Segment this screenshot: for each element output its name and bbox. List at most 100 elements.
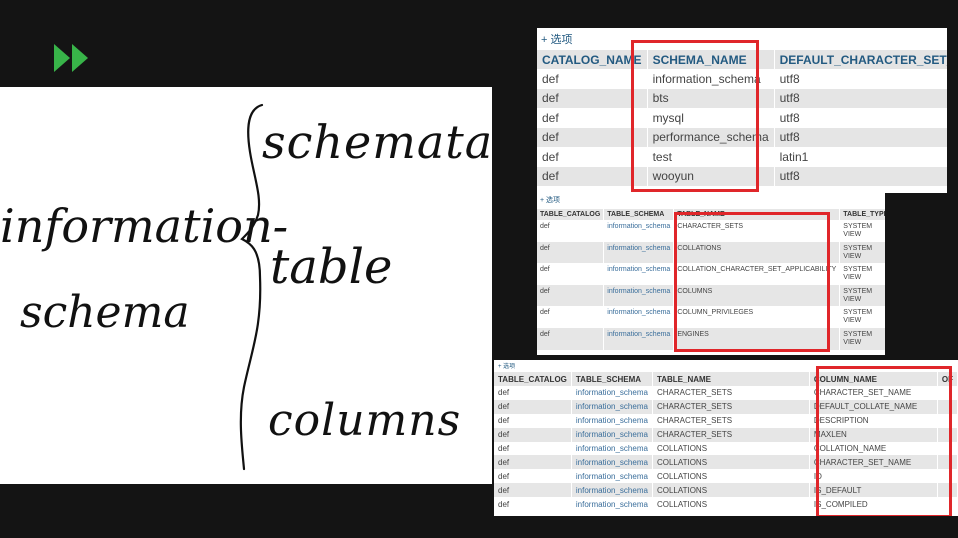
highlight-box: [631, 40, 759, 192]
column-header[interactable]: TABLE_SCHEMA: [571, 372, 653, 386]
table-cell: utf8: [774, 166, 947, 186]
type-line: VIEW: [843, 231, 862, 238]
column-header[interactable]: TABLE_CATALOG: [537, 209, 605, 220]
table-cell: information_schema: [603, 263, 675, 285]
table-cell: CHARACTER_SET_NAME: [809, 455, 938, 470]
options-link[interactable]: + 选项: [498, 364, 516, 370]
table-cell: information_schema: [603, 220, 675, 242]
column-header[interactable]: TABLE_SCHEMA: [603, 209, 675, 220]
table-cell: information_schema: [571, 399, 653, 414]
table-row: def performance_schema utf8 u: [537, 127, 947, 147]
table-cell: def: [537, 284, 605, 307]
table-cell: MAXLEN: [809, 427, 938, 442]
highlight-box: [674, 212, 830, 352]
table-cell: information_schema: [571, 455, 653, 470]
table-cell: def: [537, 263, 605, 285]
type-line: SYSTEM: [843, 309, 873, 317]
options-link[interactable]: + 选项: [541, 34, 573, 46]
column-header[interactable]: TABLE_NAME: [652, 372, 810, 386]
table-cell: def: [537, 108, 648, 128]
table-row: def information_schema CHARACTER_SETS DE…: [494, 413, 958, 428]
table-cell: information_schema: [647, 69, 775, 89]
table-cell: COLLATIONS: [652, 497, 810, 512]
type-line: SYSTEM: [843, 330, 873, 338]
table-cell: def: [494, 427, 572, 442]
table-row: def bts utf8 u: [537, 88, 947, 108]
table-row: def test latin1 l: [537, 147, 947, 167]
table-cell: DEFAULT_COLLATE_NAME: [809, 399, 938, 414]
table-cell: COLLATION_CHARACTER_SET_APPLICABILITY: [673, 263, 841, 285]
table-cell: def: [494, 386, 572, 400]
column-header[interactable]: SCHEMA_NAME: [647, 50, 775, 69]
type-line: VIEW: [843, 252, 862, 260]
schemata-table: CATALOG_NAME SCHEMA_NAME DEFAULT_CHARACT…: [537, 50, 947, 186]
table-cell: information_schema: [603, 241, 675, 264]
table-cell: IS_COMPILED: [809, 497, 938, 512]
table-cell: ENGINES: [673, 327, 841, 350]
table-cell: information_schema: [603, 306, 675, 328]
table-cell: def: [537, 241, 605, 264]
type-line: SYSTEM: [843, 223, 873, 230]
table-row: def information_schema COLLATIONS IS_COM…: [494, 497, 958, 512]
table-row: def information_schema CHARACTER_SETS SY…: [537, 220, 885, 242]
table-cell: CHARACTER_SETS: [673, 220, 841, 242]
table-cell: def: [494, 469, 572, 484]
table-cell: information_schema: [571, 441, 653, 456]
columns-query-result: + 选项 TABLE_CATALOG TABLE_SCHEMA TABLE_NA…: [494, 360, 958, 516]
table-cell: information_schema: [603, 284, 675, 307]
table-cell: def: [537, 166, 648, 186]
table-row: def information_schema COLLATIONS CHARAC…: [494, 455, 958, 470]
table-cell: utf8: [774, 108, 947, 128]
table-row: def information_schema CHARACTER_SETS DE…: [494, 399, 958, 414]
table-cell: latin1: [774, 147, 947, 167]
table-cell: COLUMN_PRIVILEGES: [673, 306, 841, 328]
tables-query-result: + 选项 TABLE_CATALOG TABLE_SCHEMA TABLE_NA…: [537, 193, 885, 355]
table-cell: performance_schema: [647, 127, 775, 147]
column-header[interactable]: DEFAULT_CHARACTER_SET_NAME: [774, 50, 947, 69]
table-cell: CHARACTER_SETS: [652, 386, 810, 400]
column-header[interactable]: OF: [937, 372, 958, 386]
table-cell: wooyun: [647, 166, 775, 186]
column-header[interactable]: CATALOG_NAME: [537, 50, 648, 69]
table-cell: COLUMNS: [673, 284, 841, 307]
table-row: def mysql utf8 u: [537, 108, 947, 128]
table-cell: def: [537, 127, 648, 147]
table-cell: CHARACTER_SETS: [652, 427, 810, 442]
column-header[interactable]: TABLE_CATALOG: [494, 372, 572, 386]
table-cell: information_schema: [571, 497, 653, 512]
options-link[interactable]: + 选项: [540, 197, 561, 204]
table-cell: utf8: [774, 88, 947, 108]
table-cell: COLLATION_NAME: [809, 441, 938, 456]
table-cell: test: [647, 147, 775, 167]
table-cell: information_schema: [571, 427, 653, 442]
type-line: VIEW: [843, 317, 862, 325]
highlight-box: [816, 366, 952, 516]
table-row: def information_schema COLLATIONS SYSTEM…: [537, 241, 885, 264]
table-cell: CHARACTER_SETS: [652, 399, 810, 414]
table-cell: def: [537, 306, 605, 328]
table-row: def information_schema COLLATIONS COLLAT…: [494, 441, 958, 456]
table-cell: information_schema: [571, 413, 653, 428]
table-row: def information_schema CHARACTER_SETS CH…: [494, 386, 958, 400]
table-cell: information_schema: [571, 483, 653, 498]
handwriting-columns: columns: [268, 395, 462, 446]
column-header[interactable]: TABLE_TYPE: [839, 209, 885, 220]
table-row: def information_schema COLLATIONS IS_DEF…: [494, 483, 958, 498]
table-row: def wooyun utf8 u: [537, 166, 947, 186]
handwriting-table: table: [270, 239, 393, 295]
table-cell: def: [494, 399, 572, 414]
table-cell: def: [537, 88, 648, 108]
column-header[interactable]: COLUMN_NAME: [809, 372, 938, 386]
table-cell: information_schema: [571, 469, 653, 484]
table-cell: def: [494, 483, 572, 498]
handwriting-schemata: schemata: [262, 115, 492, 169]
type-line: SYSTEM: [843, 287, 873, 295]
table-cell: COLLATIONS: [652, 469, 810, 484]
type-line: VIEW: [843, 338, 862, 346]
table-row: def information_schema CHARACTER_SETS MA…: [494, 427, 958, 442]
table-cell: IS_DEFAULT: [809, 483, 938, 498]
